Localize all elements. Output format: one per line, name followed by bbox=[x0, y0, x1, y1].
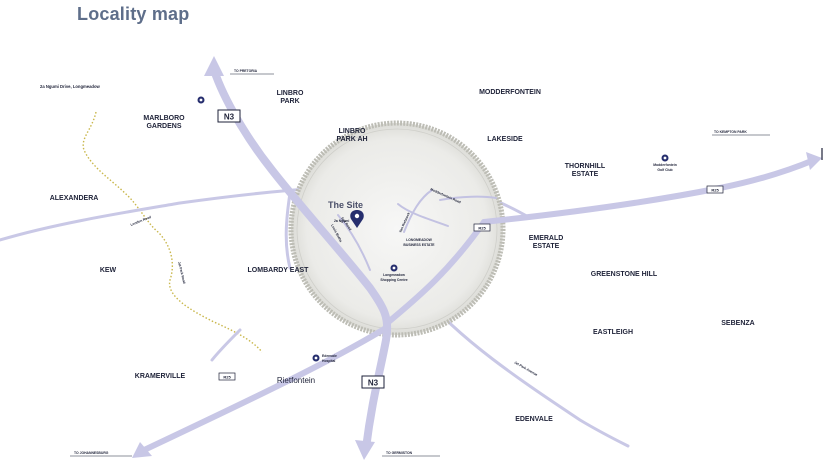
poi-marker-marlboro[interactable] bbox=[197, 96, 205, 104]
road-london-west bbox=[0, 188, 296, 242]
svg-text:R25: R25 bbox=[223, 375, 231, 380]
shield-r25-east: R25 bbox=[706, 185, 724, 194]
svg-text:LINBRO: LINBRO bbox=[277, 90, 304, 97]
road-louis-botha bbox=[284, 191, 292, 270]
svg-text:MARLBORO: MARLBORO bbox=[143, 115, 185, 122]
shield-n3-north: N3 bbox=[217, 109, 241, 123]
area-edenvale[interactable]: EDENVALE bbox=[515, 416, 553, 423]
svg-text:Edenvale: Edenvale bbox=[322, 354, 337, 358]
road-label-jet-park-road: Jet Park Road bbox=[177, 261, 186, 284]
site-label[interactable]: The Site bbox=[328, 200, 363, 210]
municipal-boundary bbox=[82, 111, 263, 353]
n3-highway bbox=[210, 68, 392, 449]
destination-north: TO PRETORIA bbox=[230, 69, 274, 75]
svg-text:LINBRO: LINBRO bbox=[339, 128, 366, 135]
area-sebenza[interactable]: SEBENZA bbox=[721, 320, 754, 327]
svg-text:THORNHILL: THORNHILL bbox=[565, 163, 606, 170]
svg-text:ESTATE: ESTATE bbox=[572, 171, 599, 178]
svg-text:R25: R25 bbox=[478, 226, 486, 231]
area-emerald-estate[interactable]: EMERALD ESTATE bbox=[529, 235, 564, 250]
arrow-north bbox=[204, 56, 224, 76]
highway-branches bbox=[137, 157, 817, 455]
svg-text:TO PRETORIA: TO PRETORIA bbox=[234, 69, 258, 73]
svg-text:N3: N3 bbox=[368, 379, 379, 388]
svg-text:Hospital: Hospital bbox=[322, 359, 335, 363]
svg-text:TO GERMISTON: TO GERMISTON bbox=[386, 451, 413, 455]
svg-text:PARK: PARK bbox=[280, 98, 299, 105]
road-jet-park bbox=[418, 290, 630, 448]
svg-text:BUSINESS ESTATE: BUSINESS ESTATE bbox=[403, 243, 435, 247]
area-lombardy-east[interactable]: LOMBARDY EAST bbox=[248, 267, 310, 274]
local-roads bbox=[337, 189, 497, 271]
arrow-west bbox=[132, 442, 152, 458]
destination-east: TO KEMPTON PARK bbox=[712, 130, 823, 160]
svg-text:EMERALD: EMERALD bbox=[529, 235, 564, 242]
svg-text:LONGMEADOW: LONGMEADOW bbox=[406, 238, 432, 242]
shield-r25-site: R25 bbox=[473, 223, 491, 232]
area-marlboro-gardens[interactable]: MARLBORO GARDENS bbox=[143, 115, 185, 130]
svg-text:TO KEMPTON PARK: TO KEMPTON PARK bbox=[714, 130, 747, 134]
destination-west: TO JOHANNESBURG bbox=[70, 451, 132, 457]
area-eastleigh[interactable]: EASTLEIGH bbox=[593, 329, 633, 336]
svg-text:Longmeadow: Longmeadow bbox=[383, 273, 405, 277]
road-south-west-spur bbox=[210, 328, 242, 362]
poi-business-estate[interactable]: LONGMEADOW BUSINESS ESTATE bbox=[403, 238, 435, 247]
area-thornhill-estate[interactable]: THORNHILL ESTATE bbox=[565, 163, 606, 178]
poi-hospital[interactable]: Edenvale Hospital bbox=[312, 354, 338, 363]
site-radius-ring bbox=[288, 120, 506, 338]
shield-r25-west: R25 bbox=[218, 372, 236, 381]
area-lindbro-park[interactable]: LINBRO PARK bbox=[277, 90, 304, 105]
svg-text:TO JOHANNESBURG: TO JOHANNESBURG bbox=[74, 451, 109, 455]
road-label-jet-park-avenue: Jet Park Avenue bbox=[514, 360, 539, 377]
poi-golf-club[interactable]: Modderfontein Golf Club bbox=[653, 154, 677, 173]
svg-text:R25: R25 bbox=[711, 188, 719, 193]
area-lakeside[interactable]: LAKESIDE bbox=[487, 136, 523, 143]
svg-text:Shopping Centre: Shopping Centre bbox=[380, 278, 407, 282]
site-radius-inner bbox=[296, 128, 498, 330]
area-kew[interactable]: KEW bbox=[100, 267, 117, 274]
arrow-east bbox=[806, 152, 822, 170]
road-label-london: London Road bbox=[130, 215, 152, 227]
street-address: 2a Ngumi Drive, Longmeadow bbox=[40, 84, 101, 89]
svg-text:N3: N3 bbox=[224, 113, 235, 122]
site-pin-label: 2a Ngumi bbox=[334, 219, 349, 223]
arrow-south bbox=[355, 440, 375, 460]
svg-text:ESTATE: ESTATE bbox=[533, 243, 560, 250]
shield-n3-south: N3 bbox=[361, 375, 385, 389]
area-linbro-park-ah[interactable]: LINBRO PARK AH bbox=[336, 128, 367, 143]
area-rietfontein[interactable]: Rietfontein bbox=[277, 376, 315, 385]
poi-longmeadow-shopping[interactable]: Longmeadow Shopping Centre bbox=[380, 264, 408, 283]
arrow-heads bbox=[132, 56, 822, 460]
svg-text:Modderfontein: Modderfontein bbox=[653, 163, 677, 167]
svg-text:Golf Club: Golf Club bbox=[657, 168, 672, 172]
area-alexandera[interactable]: ALEXANDERA bbox=[50, 195, 99, 202]
svg-text:PARK AH: PARK AH bbox=[336, 136, 367, 143]
area-greenstone-hill[interactable]: GREENSTONE HILL bbox=[591, 271, 658, 278]
area-kramerville[interactable]: KRAMERVILLE bbox=[135, 373, 186, 380]
destination-south: TO GERMISTON bbox=[382, 451, 440, 457]
site-pin-icon[interactable] bbox=[350, 210, 364, 228]
map-title: Locality map bbox=[77, 4, 190, 24]
svg-text:GARDENS: GARDENS bbox=[146, 123, 181, 130]
area-modderfontein[interactable]: MODDERFONTEIN bbox=[479, 89, 541, 96]
